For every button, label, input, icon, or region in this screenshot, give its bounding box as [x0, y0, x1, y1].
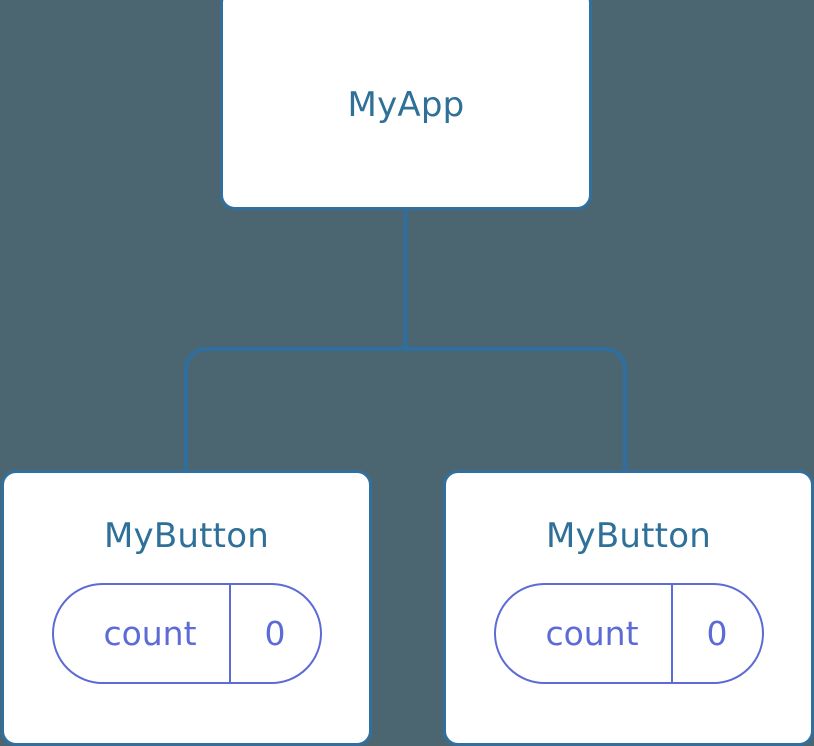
state-pill[interactable]: count 0 — [493, 583, 764, 684]
component-node-myapp[interactable]: MyApp — [220, 0, 592, 210]
component-node-title: MyButton — [104, 516, 269, 556]
state-key-label: count — [103, 614, 197, 653]
state-key-label: count — [545, 614, 639, 653]
component-node-mybutton-0[interactable]: MyButton count 0 — [1, 470, 372, 746]
state-pill[interactable]: count 0 — [51, 583, 322, 684]
component-node-mybutton-1[interactable]: MyButton count 0 — [443, 470, 814, 746]
connector-branch-left — [184, 347, 406, 474]
state-value-label: 0 — [670, 585, 762, 682]
component-node-title: MyButton — [546, 516, 711, 556]
connector-branch-right — [405, 347, 627, 474]
component-node-title: MyApp — [347, 85, 465, 125]
state-value-label: 0 — [228, 585, 320, 682]
